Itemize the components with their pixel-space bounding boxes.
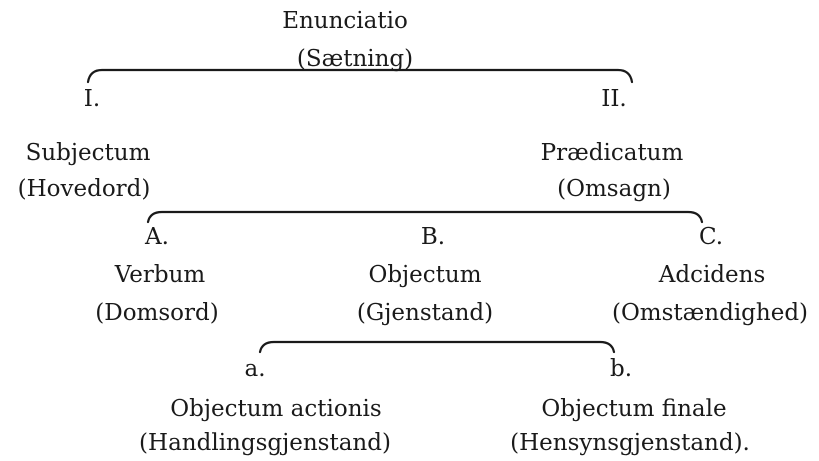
subject-label: Subjectum (25, 140, 151, 166)
object-marker: B. (420, 224, 446, 250)
predicate-label: Prædicatum (540, 140, 684, 166)
verb-label: Verbum (114, 262, 206, 288)
action-object-gloss: (Handlingsgjenstand) (139, 430, 391, 456)
predicate-marker: II. (601, 86, 627, 112)
verb-gloss: (Domsord) (95, 300, 219, 326)
adverbial-marker: C. (698, 224, 724, 250)
final-object-marker: b. (609, 356, 633, 382)
action-object-marker: a. (244, 356, 266, 382)
root-label: Enunciatio (282, 8, 408, 34)
subject-gloss: (Hovedord) (17, 176, 151, 202)
adverbial-label: Adcidens (658, 262, 766, 288)
bracket-object (258, 340, 616, 354)
adverbial-gloss: (Omstændighed) (611, 300, 809, 326)
bracket-root (86, 68, 634, 84)
verb-marker: A. (145, 224, 169, 250)
predicate-gloss: (Omsagn) (557, 176, 671, 202)
object-label: Objectum (368, 262, 482, 288)
final-object-gloss: (Hensynsgjenstand). (510, 430, 750, 456)
object-gloss: (Gjenstand) (356, 300, 494, 326)
root-gloss: (Sætning) (296, 46, 414, 72)
action-object-label: Objectum actionis (170, 396, 382, 422)
bracket-predicate (146, 210, 704, 224)
final-object-label: Objectum finale (541, 396, 727, 422)
subject-marker: I. (83, 86, 101, 112)
